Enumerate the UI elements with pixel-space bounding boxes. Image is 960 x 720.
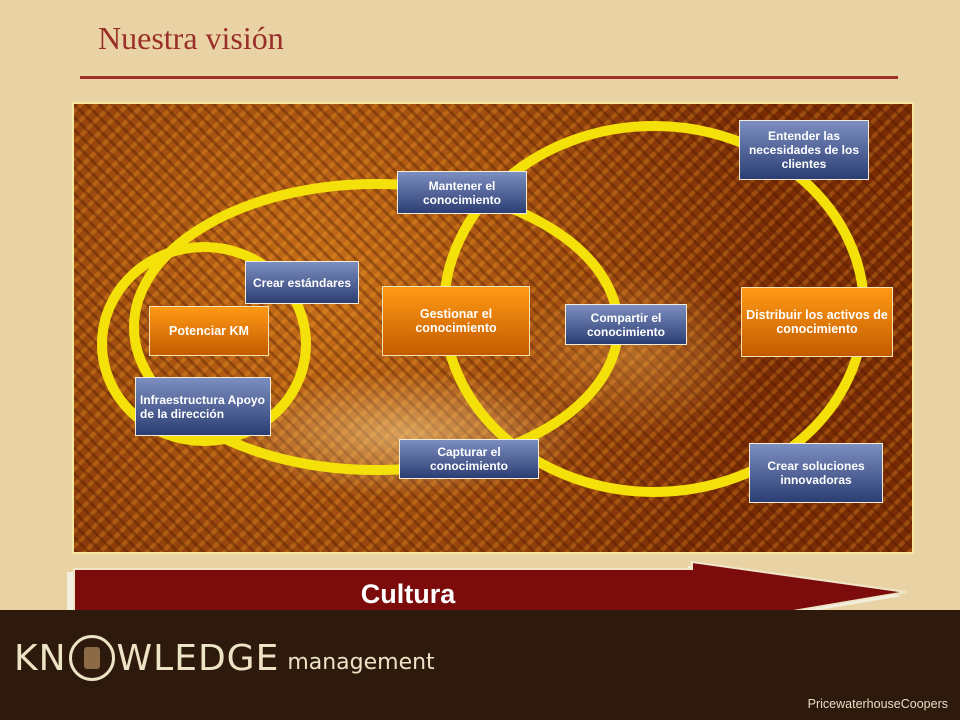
logo-text-start: KN bbox=[14, 637, 67, 679]
footer-company: PricewaterhouseCoopers bbox=[807, 697, 948, 711]
box-mantener-conocimiento: Mantener el conocimiento bbox=[397, 171, 527, 214]
box-potenciar-km: Potenciar KM bbox=[149, 306, 269, 356]
title-underline bbox=[80, 76, 898, 79]
box-entender-necesidades: Entender las necesidades de los clientes bbox=[739, 120, 869, 180]
box-gestionar-conocimiento: Gestionar el conocimiento bbox=[382, 286, 530, 356]
ring-small bbox=[97, 242, 311, 446]
arrow-label: Cultura bbox=[361, 579, 456, 609]
logo-subtitle: management bbox=[287, 649, 435, 675]
box-distribuir-activos: Distribuir los activos de conocimiento bbox=[741, 287, 893, 357]
diagram-panel: Potenciar KM Infraestructura Apoyo de la… bbox=[72, 102, 914, 554]
box-compartir-conocimiento: Compartir el conocimiento bbox=[565, 304, 687, 345]
box-infraestructura: Infraestructura Apoyo de la dirección bbox=[135, 377, 271, 436]
logo-text-end: WLEDGE bbox=[116, 637, 280, 679]
logo-o-emblem-icon bbox=[68, 635, 115, 681]
knowledge-logo: KN WLEDGE management bbox=[14, 628, 435, 688]
footer-band bbox=[0, 610, 960, 720]
box-crear-soluciones: Crear soluciones innovadoras bbox=[749, 443, 883, 503]
box-crear-estandares: Crear estándares bbox=[245, 261, 359, 304]
box-capturar-conocimiento: Capturar el conocimiento bbox=[399, 439, 539, 479]
page-title: Nuestra visión bbox=[98, 20, 284, 56]
